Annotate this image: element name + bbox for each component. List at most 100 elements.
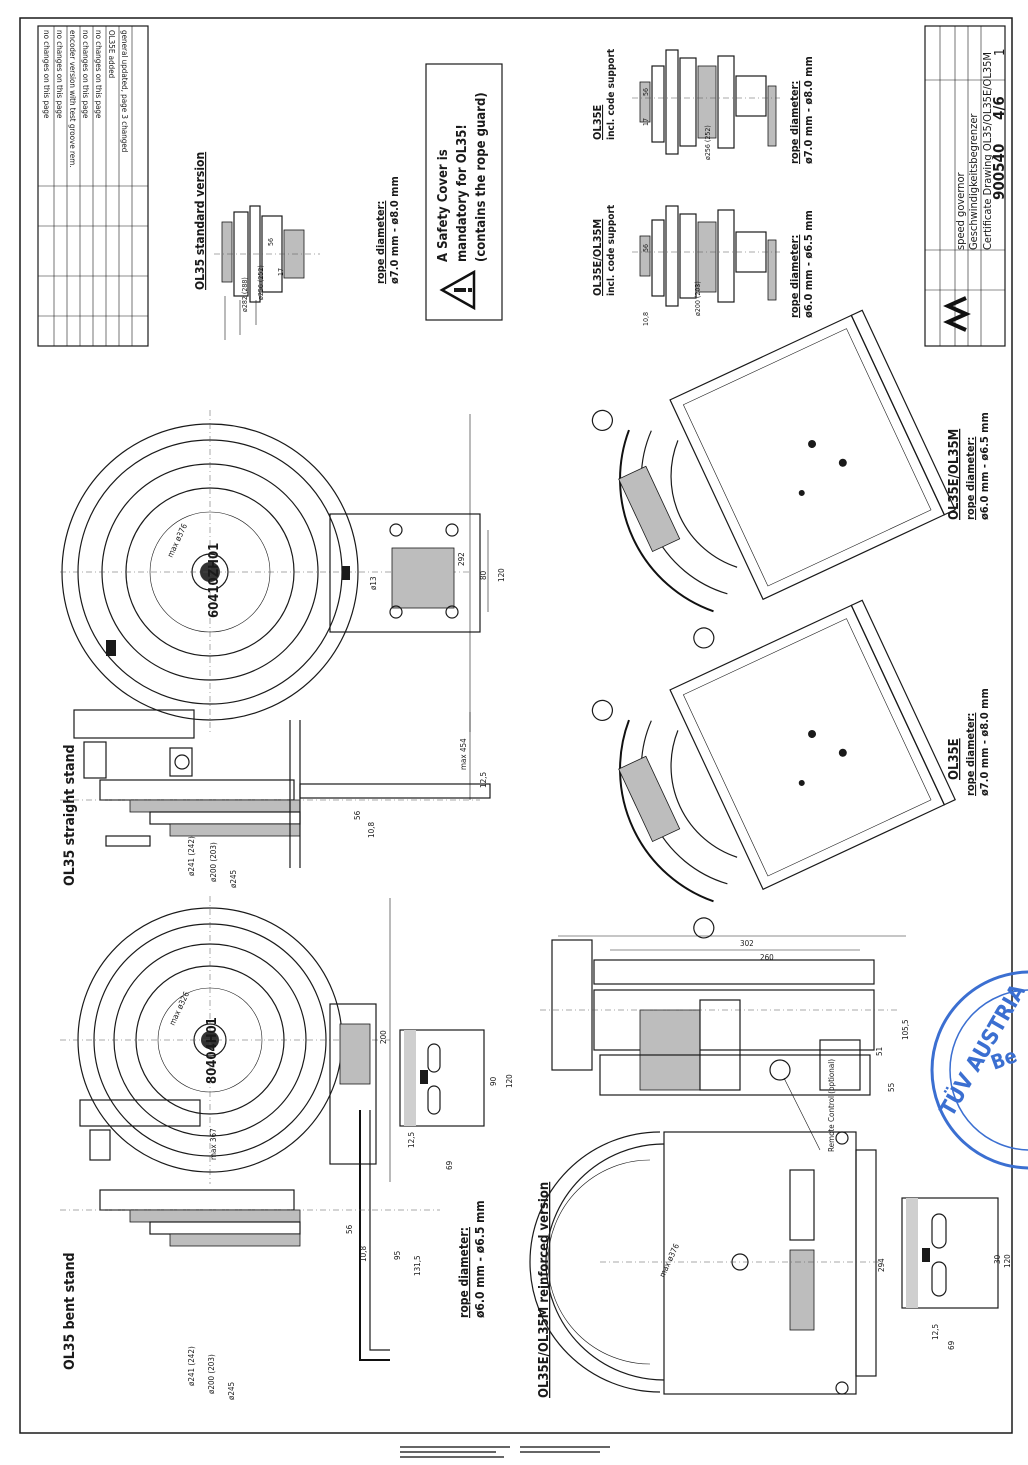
ol35e-isometric-view (591, 599, 956, 939)
dim-1055: 105,5 (901, 1019, 910, 1040)
dim-200-straight: ø200 (203) (209, 842, 218, 882)
rope-heading-e: rope diameter: (788, 81, 801, 164)
dim-125-bent: 12,5 (407, 1132, 416, 1148)
dim-30: 30 (993, 1254, 1002, 1264)
straight-stand-label: OL35 straight stand (62, 744, 78, 886)
dim-241-straight: ø241 (242) (187, 836, 196, 876)
product-name-de: Geschwindigkeitsbegrenzer (967, 113, 980, 250)
straight-stand-side-view: OL35 straight stand (60, 709, 491, 886)
dim-69-reinf: 69 (947, 1340, 956, 1350)
bent-stand-label: OL35 bent stand (62, 1252, 78, 1370)
dim-51: 51 (875, 1047, 884, 1056)
bent-stand-wheel-view (60, 896, 485, 1184)
bent-stand-side-view: OL35 bent stand (60, 1099, 440, 1370)
dim-282: ø282 (288) (241, 277, 249, 312)
dim-120-reinf: 120 (1003, 1254, 1012, 1268)
remote-control-label: Remote Control (optional) (827, 1059, 836, 1152)
em-groove-view (632, 205, 780, 307)
warning-line-2: mandatory for OL35! (455, 124, 470, 262)
bent-wheel-dia: max ø326 (168, 990, 192, 1027)
dim-80: 80 (479, 570, 488, 580)
rope-bent: ø6.0 mm - ø6.5 mm (473, 1200, 487, 1318)
warning-triangle-icon (439, 269, 476, 311)
revision-row: general updated, page 3 changed (120, 30, 129, 152)
sheet-number: 4/6 (990, 96, 1008, 120)
dim-55: 55 (887, 1083, 896, 1092)
title-block: speed governor Geschwindigkeitsbegrenzer… (924, 25, 1008, 347)
dim-1315-bent: 131,5 (413, 1255, 422, 1276)
dim-17-e: 17 (642, 118, 650, 126)
dim-120-straight: 120 (497, 568, 506, 582)
rope-heading-ol35em: rope diameter: (964, 437, 977, 520)
ol35e-iso-label: OL35E (947, 738, 962, 780)
ol35em-iso-label: OL35E/OL35M (947, 429, 962, 520)
revision-row: no changes on this page (94, 30, 103, 119)
dim-56-e: 56 (642, 88, 650, 96)
standard-version-section: OL35 standard version ø282 (288) ø256 (2… (193, 152, 401, 340)
rope-std: ø7.0 mm - ø8.0 mm (388, 176, 401, 284)
standard-groove-view (214, 205, 320, 340)
reinforced-label: OL35E/OL35M reinforced version (537, 1182, 552, 1398)
dim-108-straight: 10,8 (367, 822, 376, 838)
reinf-wheel-dia: max ø376 (658, 1242, 682, 1279)
company-logo (943, 296, 971, 332)
warning-line-1: A Safety Cover is (436, 149, 451, 262)
e-groove-view (632, 49, 780, 155)
reinforced-side-view (540, 935, 906, 1151)
dim-69-bent: 69 (445, 1160, 454, 1170)
revision-row: no changes on this page (42, 30, 51, 119)
dim-13: ø13 (369, 576, 378, 590)
revision-row: encoder version with test groove rem. (68, 30, 77, 168)
dim-17: 17 (277, 268, 285, 276)
straight-stand-wheel-view (60, 410, 489, 734)
rope-heading-std: rope diameter: (374, 201, 387, 284)
em-support-sub: incl. code support (606, 204, 617, 296)
dim-241-bent: ø241 (242) (187, 1346, 196, 1386)
straight-wheel-id: 60410ZH01 (207, 543, 222, 618)
product-name: speed governor (954, 171, 967, 250)
dim-256: ø256 (252) (257, 265, 265, 300)
dim-367: max 367 (209, 1128, 218, 1160)
dim-95-bent: 95 (393, 1251, 402, 1260)
dim-260: 260 (760, 953, 774, 962)
e-support-sub: incl. code support (606, 48, 617, 140)
dim-125-straight: 12,5 (479, 772, 488, 788)
revision-row: no changes on this page (81, 30, 90, 119)
dim-125-reinf: 12,5 (931, 1324, 940, 1340)
dim-56-em: 56 (642, 244, 650, 252)
dim-292: 292 (457, 552, 466, 566)
revision-row: no changes on this page (55, 30, 64, 119)
dim-108-bent: 10,8 (359, 1246, 368, 1262)
reinforced-top-view: OL35E/OL35M reinforced version (529, 1131, 999, 1398)
dim-245-bent: ø245 (227, 1382, 236, 1400)
revision-table: general updated, page 3 changed OL35E ad… (37, 25, 149, 347)
dim-294: 294 (877, 1258, 886, 1272)
rope-heading-em: rope diameter: (788, 235, 801, 318)
rope-heading-bent: rope diameter: (457, 1227, 471, 1318)
straight-wheel-dia: max ø376 (166, 522, 190, 559)
rope-ol35em: ø6.0 mm - ø6.5 mm (978, 412, 991, 520)
dim-302: 302 (740, 939, 754, 948)
dim-56-std: 56 (267, 238, 275, 246)
dim-108-em: 10,8 (642, 312, 650, 326)
bent-wheel-id: 80404H01 (205, 1017, 220, 1084)
safety-warning-box: A Safety Cover is mandatory for OL35! (c… (425, 63, 503, 321)
dim-56-bent: 56 (345, 1224, 354, 1234)
dim-56-straight: 56 (353, 810, 362, 820)
rope-e: ø7.0 mm - ø8.0 mm (802, 56, 815, 164)
ol35em-isometric-view (591, 309, 956, 649)
scale-value: 1 (993, 49, 1008, 56)
rope-em: ø6.0 mm - ø6.5 mm (802, 210, 815, 318)
dim-90-bent: 90 (489, 1076, 498, 1086)
standard-version-label: OL35 standard version (193, 152, 207, 290)
footer-microtext (400, 1446, 610, 1458)
drawing-title: Certificate Drawing OL35/OL35E/OL35M (981, 52, 994, 250)
sheet-border (19, 17, 1013, 1434)
dim-200-bent: 200 (379, 1030, 388, 1044)
revision-row: OL35E added (107, 30, 116, 78)
e-code-support-section: OL35E incl. code support 17 56 ø256 (252… (591, 48, 815, 164)
dim-245-straight: ø245 (229, 870, 238, 888)
dim-120-bent: 120 (505, 1074, 514, 1088)
dim-256-e: ø256 (252) (704, 125, 712, 160)
